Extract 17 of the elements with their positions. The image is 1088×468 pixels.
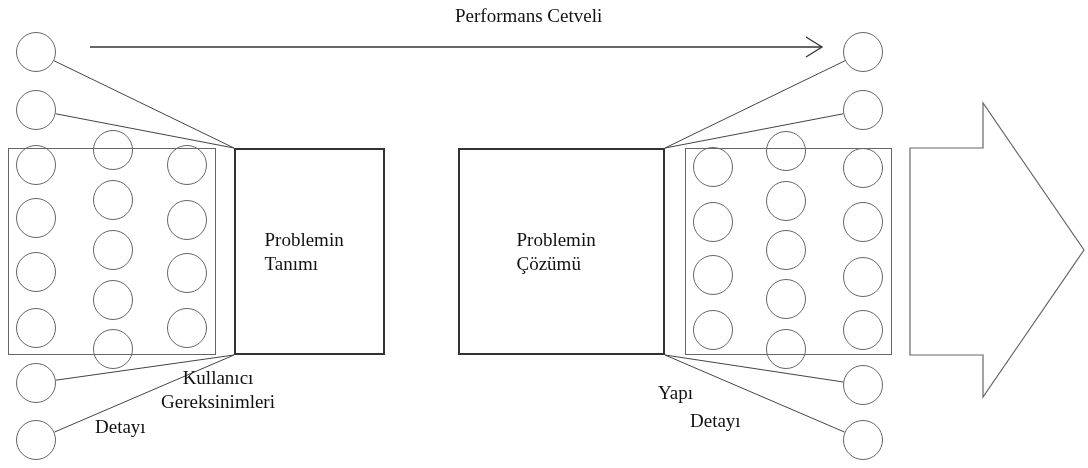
connector-line: [53, 60, 235, 149]
box-label: Problemin Tanımı: [264, 227, 345, 276]
connector-line: [664, 113, 844, 149]
text-label: Yapı: [658, 381, 694, 405]
connector-line: [55, 113, 235, 149]
process-box: [234, 148, 385, 355]
connector-line: [53, 354, 235, 433]
connector-line: [664, 354, 846, 433]
box-label: Problemin Çözümü: [516, 227, 597, 276]
text-label: Detayı: [95, 415, 146, 439]
group-frame: [8, 148, 216, 355]
text-label: Detayı: [690, 409, 741, 433]
group-frame: [685, 148, 892, 355]
text-label: Kullanıcı Gereksinimleri: [160, 366, 276, 414]
text-label: Performans Cetveli: [455, 4, 603, 28]
process-box: [458, 148, 665, 355]
connector-line: [664, 60, 846, 149]
